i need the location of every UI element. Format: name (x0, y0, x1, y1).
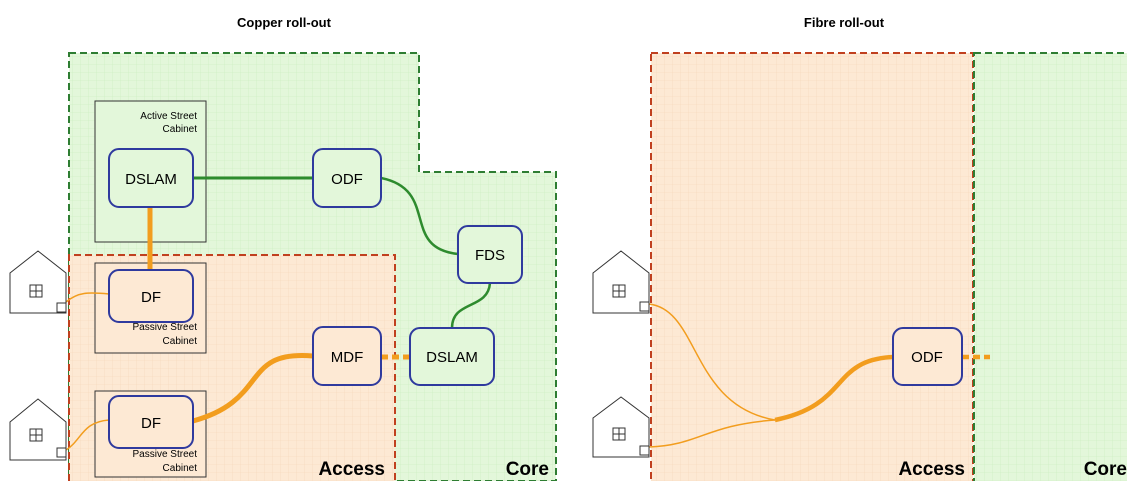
odf-copper-label: ODF (331, 171, 363, 188)
fds-node: FDS (457, 225, 523, 284)
passive-cabinet-top-label-line2: Cabinet (163, 336, 198, 347)
active-cabinet-label-line2: Cabinet (163, 124, 198, 135)
dslam-active-label: DSLAM (125, 171, 177, 188)
house-icon (592, 250, 650, 314)
passive-cabinet-bottom-label-line1: Passive Street (133, 449, 198, 460)
fibre-feeder-link (774, 354, 894, 423)
fibre-zone-access-label: Access (898, 459, 965, 480)
df-top-label: DF (141, 289, 161, 306)
dslam-active-node: DSLAM (108, 148, 194, 208)
dslam-core-label: DSLAM (426, 349, 478, 366)
house-icon (9, 398, 67, 461)
fibre-core-zone (973, 52, 1127, 481)
link-df-mdf (192, 353, 314, 424)
odf-fibre-label: ODF (911, 349, 943, 366)
df-top-node: DF (108, 269, 194, 323)
fibre-link-house-top (648, 303, 776, 421)
active-cabinet-label-line1: Active Street (140, 111, 197, 122)
house-icon (592, 396, 650, 458)
fibre-zone-core-label: Core (1084, 459, 1127, 480)
copper-zone-core-label: Core (506, 459, 549, 480)
fibre-title: Fibre roll-out (804, 15, 885, 30)
passive-cabinet-bottom-label-line2: Cabinet (163, 463, 198, 474)
dslam-core-node: DSLAM (409, 327, 495, 386)
link-house-df-bottom (65, 419, 110, 451)
link-odf-fds (380, 176, 459, 256)
link-fds-dslam (450, 282, 492, 329)
mdf-label: MDF (331, 349, 364, 366)
fds-label: FDS (475, 247, 505, 264)
copper-title: Copper roll-out (237, 15, 332, 30)
odf-copper-node: ODF (312, 148, 382, 208)
fibre-link-house-bottom (648, 419, 776, 448)
link-house-df-top (65, 292, 110, 303)
odf-fibre-node: ODF (892, 327, 963, 386)
mdf-node: MDF (312, 326, 382, 386)
house-icon (9, 250, 67, 314)
df-bottom-label: DF (141, 415, 161, 432)
copper-zone-access-label: Access (318, 459, 385, 480)
df-bottom-node: DF (108, 395, 194, 449)
fibre-access-zone (650, 52, 974, 481)
passive-cabinet-top-label-line1: Passive Street (133, 322, 198, 333)
